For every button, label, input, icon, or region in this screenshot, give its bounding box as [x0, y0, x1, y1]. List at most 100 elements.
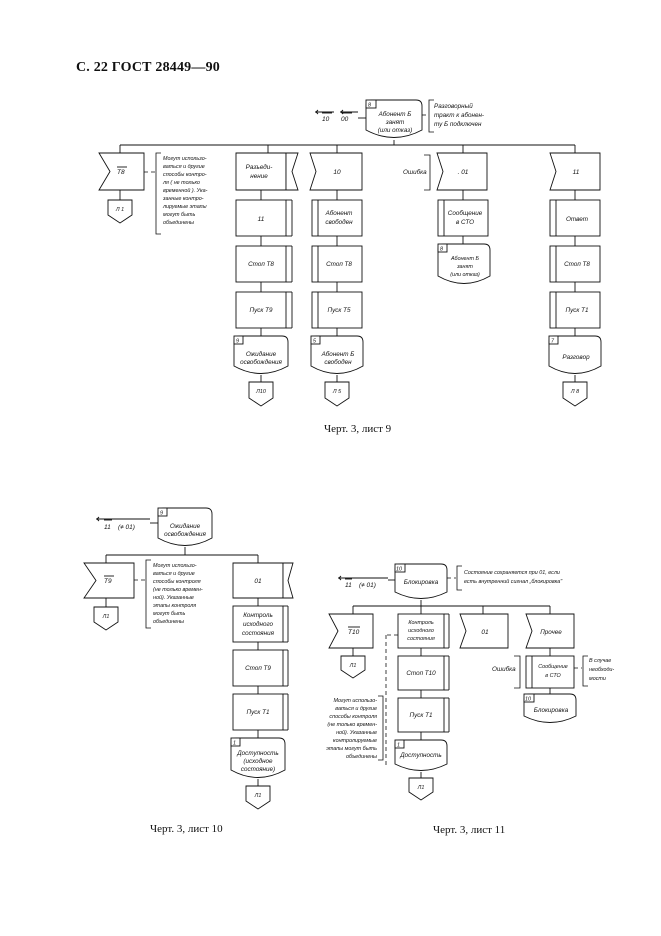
label-sheet9-a_pusk: Пуск Т9 — [250, 307, 273, 314]
s9-msg-sto — [437, 199, 489, 237]
label-sheet10-comment-3: (не только времен- — [153, 587, 203, 593]
label-sheet9-b_free-1: свободен — [325, 218, 353, 226]
s9-pusk-t1 — [549, 291, 601, 329]
s9-connector-l5 — [324, 381, 350, 407]
diagram-stroke — [394, 739, 405, 749]
label-sheet11-blk: Блокировка — [534, 707, 569, 714]
label-sheet10-state-0: Ожидание — [170, 522, 201, 530]
s11-control — [397, 613, 445, 649]
label-sheet9-comment_left-4: временной ). Ука- — [163, 187, 208, 194]
label-sheet10-comment-5: этапы контроля — [153, 603, 196, 609]
label-sheet9-b_state-0: Абонент Б — [321, 350, 355, 358]
diagram-stroke — [338, 575, 342, 581]
s9-comment-top-2: тракт к абонен- — [434, 111, 484, 119]
label-sheet9-b_state_num: 5 — [313, 339, 317, 345]
s9-comment-top-1: Разговорный — [434, 102, 473, 110]
label-sheet11-end_conn: Л1 — [417, 785, 425, 791]
label-sheet10-stop: Стоп Т9 — [245, 665, 271, 672]
diagram-stroke — [523, 693, 535, 703]
s9-proc-11 — [235, 199, 287, 237]
s9-connector-l1 — [107, 199, 133, 224]
label-sheet11-comment_right-2: мости — [589, 676, 606, 682]
s9-l1-label: Л 1 — [115, 207, 124, 213]
diagram-stroke — [155, 152, 161, 235]
label-sheet11-comment_right-1: необходи- — [589, 667, 614, 673]
s9-answer — [549, 199, 601, 237]
s10-connector-l1 — [93, 606, 119, 631]
label-sheet9-d_stop: Стоп Т8 — [564, 261, 590, 268]
label-sheet11-other: Прочее — [540, 629, 562, 636]
label-sheet9-b_state-1: свободен — [324, 358, 352, 366]
s10-input-t9 — [83, 562, 135, 599]
label-sheet9-comment_left-0: Могут использо- — [163, 156, 207, 162]
label-sheet11-input_a: 11 — [345, 582, 352, 589]
label-sheet10-pusk: Пуск Т1 — [247, 709, 270, 716]
label-sheet9-comment_left-1: ваться и другие — [163, 164, 205, 170]
diagram-stroke — [282, 562, 294, 599]
label-sheet11-comment_left-7: объединены — [346, 754, 377, 760]
label-sheet9-c_state-1: занят — [456, 264, 473, 270]
label-sheet11-control-0: Контроль — [408, 620, 433, 626]
s9-connector-l10 — [248, 381, 274, 407]
label-sheet10-col_01: 01 — [254, 578, 262, 585]
label-sheet9-col_c: . 01 — [458, 169, 469, 176]
label-sheet9-c_msg-0: Сообщение — [448, 209, 483, 217]
label-sheet11-control-1: исходного — [408, 628, 434, 634]
s9-stop-t8-a — [235, 245, 287, 283]
diagram-stroke — [145, 559, 151, 629]
diagram-stroke — [582, 655, 588, 687]
label-sheet10-input_b: (≠ 01) — [118, 524, 135, 531]
s9-state-l3: (или отказ) — [378, 127, 413, 134]
diagram-stroke — [157, 507, 168, 517]
label-sheet11-comment_top-0: Состояние сохраняется при 01, если — [464, 570, 560, 576]
label-sheet9-comment_left-3: ля ( не только — [162, 180, 200, 186]
diagram-stroke — [548, 335, 559, 345]
label-sheet9-d_pusk: Пуск Т1 — [566, 307, 589, 314]
label-sheet11-blk_num: 10 — [525, 697, 531, 703]
s11-input-t10 — [328, 613, 374, 649]
label-sheet9-col_d: 11 — [573, 169, 580, 176]
label-sheet10-state_num: 9 — [160, 511, 163, 517]
label-sheet11-input_b: (≠ 01) — [359, 582, 376, 589]
s10-stop-t9 — [232, 649, 284, 687]
s10-control — [232, 605, 284, 643]
s11-input-01 — [459, 613, 509, 649]
label-sheet9-a_conn: Л10 — [255, 389, 266, 395]
label-sheet10-control-0: Контроль — [243, 612, 273, 619]
label-sheet11-comment_left-0: Могут использо- — [334, 698, 378, 704]
s9-connector-l8 — [562, 381, 588, 407]
label-sheet10-comment-7: объединены — [153, 619, 184, 625]
s9-state-num: 8 — [368, 103, 371, 109]
label-sheet11-comment_left-5: контролируемые — [333, 738, 377, 744]
s9-stop-t8-b — [311, 245, 363, 283]
label-sheet10-end-2: состояние) — [241, 766, 275, 773]
diagram-stroke — [456, 565, 462, 591]
diagram-stroke — [437, 243, 448, 253]
label-sheet9-comment_left-7: могут быть — [163, 212, 196, 218]
s11-msg-sto — [525, 655, 575, 689]
label-sheet9-a_state-1: освобождения — [240, 358, 282, 366]
s9-state-l1: Абонент Б — [378, 110, 412, 118]
label-sheet11-comment_left-4: ной). Указанные — [336, 729, 377, 736]
s10-pusk-t1 — [232, 693, 284, 731]
label-sheet11-l1: Л1 — [349, 663, 357, 669]
caption-sheet-11: Черт. 3, лист 11 — [433, 824, 506, 836]
label-sheet9-a_11: 11 — [258, 216, 265, 223]
diagram-stroke — [514, 655, 521, 689]
s9-input-00: 00 — [341, 116, 349, 123]
label-sheet11-err_label: Ошибка — [492, 665, 516, 673]
label-sheet10-end-0: Доступность — [236, 750, 278, 757]
label-sheet10-comment-1: ваться и другие — [153, 571, 195, 577]
label-sheet9-c_state_num: 8 — [440, 247, 443, 253]
sheet-11-diagram: 11 (≠ 01) 10 Блокировка Состояние сохран… — [326, 563, 614, 801]
label-sheet9-a_stop: Стоп Т8 — [248, 261, 274, 268]
diagram-stroke — [378, 695, 384, 761]
label-sheet11-end: Доступность — [399, 752, 441, 759]
diagram-stroke — [285, 152, 299, 191]
label-sheet11-msg-1: в СТО — [545, 673, 561, 679]
label-sheet9-a_state_num: 9 — [236, 339, 239, 345]
diagram-stroke — [310, 335, 321, 345]
caption-sheet-9: Черт. 3, лист 9 — [324, 423, 392, 435]
page-header: С. 22 ГОСТ 28449—90 — [76, 60, 220, 75]
